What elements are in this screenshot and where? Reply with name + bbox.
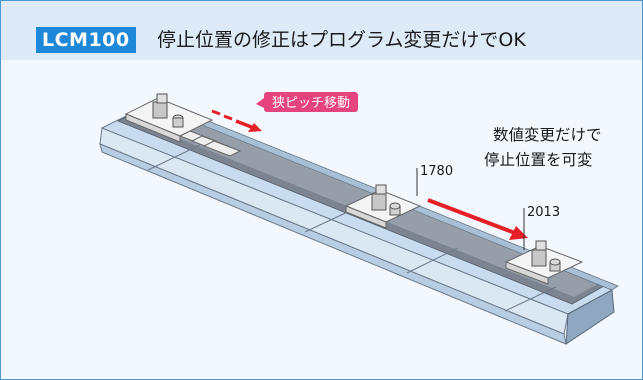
rail-joint-1 [147,144,201,171]
carrier-right [504,240,584,285]
narrow-pitch-arrow [211,109,262,132]
tag-box [264,92,358,112]
workpiece-block [531,249,547,267]
note-line-2: 停止位置を可変 [484,151,593,169]
position-label-1780: 1780 [420,164,453,179]
narrow-carrier-3 [202,140,242,157]
move-arrow [427,198,528,240]
arrow-head [248,123,262,132]
rail-joint-4 [504,286,557,312]
workpiece-cylinder [549,258,561,266]
rail-joint-3 [406,247,459,274]
arrow-shaft [235,119,255,130]
carrier-middle [344,184,422,229]
model-badge: LCM100 [36,27,136,53]
workpiece-top [375,184,387,195]
workpiece-cylinder [389,202,401,210]
workpiece-top [535,240,547,251]
workpiece-top [156,93,168,104]
workpiece-block [152,101,168,119]
arrow-dash-1 [211,109,221,116]
tag-label: 狭ピッチ移動 [272,96,350,111]
narrow-pitch-tag: 狭ピッチ移動 [256,92,358,112]
carrier-plate-side [125,113,181,143]
tag-pointer [256,98,264,108]
carrier-group-left [124,93,242,157]
workpiece-cylinder-body [172,117,184,128]
note-line-1: 数値変更だけで [493,126,602,144]
workpiece-block [371,193,387,211]
arrow-dash-2 [223,114,233,121]
carrier-plate-side [505,261,549,285]
position-label-2013: 2013 [527,205,560,220]
arrow-head [509,226,528,240]
panel-title: 停止位置の修正はプログラム変更だけでOK [157,29,526,51]
arrow-shaft [427,198,516,235]
rail-end-cap [565,289,615,345]
carrier-plate-side [345,205,387,229]
